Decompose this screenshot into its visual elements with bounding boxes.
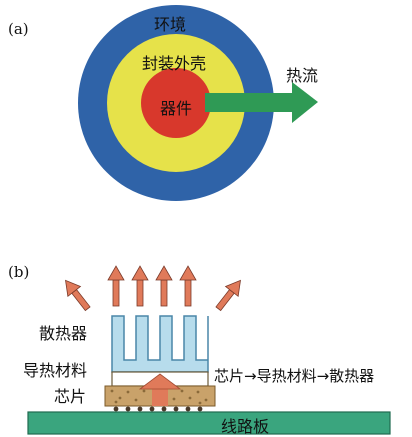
chip-label: 芯片 bbox=[54, 387, 87, 406]
package-shell-label: 封装外壳 bbox=[142, 54, 207, 73]
circuit-board bbox=[27, 411, 391, 435]
thermal-material-label: 导热材料 bbox=[23, 361, 88, 380]
conduction-arrow bbox=[138, 373, 182, 406]
circuit-board-label: 线路板 bbox=[221, 417, 270, 436]
environment-label: 环境 bbox=[154, 15, 187, 34]
heat-arrow bbox=[215, 279, 241, 312]
panel-a-label: (a) bbox=[8, 20, 29, 38]
heat-arrow bbox=[65, 279, 91, 312]
device-label: 器件 bbox=[160, 99, 193, 118]
heat-arrow bbox=[107, 265, 125, 307]
heat-arrow bbox=[155, 265, 173, 307]
panel-b-label: (b) bbox=[8, 263, 30, 281]
heatsink-label: 散热器 bbox=[39, 324, 88, 343]
device-core bbox=[141, 68, 211, 138]
heat-arrow bbox=[131, 265, 149, 307]
heat-flow-label: 热流 bbox=[286, 66, 319, 85]
heat-path-label: 芯片→导热材料→散热器 bbox=[214, 367, 375, 385]
heat-flow-arrow bbox=[205, 82, 318, 123]
heatsink bbox=[111, 315, 209, 373]
heat-arrow bbox=[179, 265, 197, 307]
heat-arrows bbox=[65, 265, 241, 312]
